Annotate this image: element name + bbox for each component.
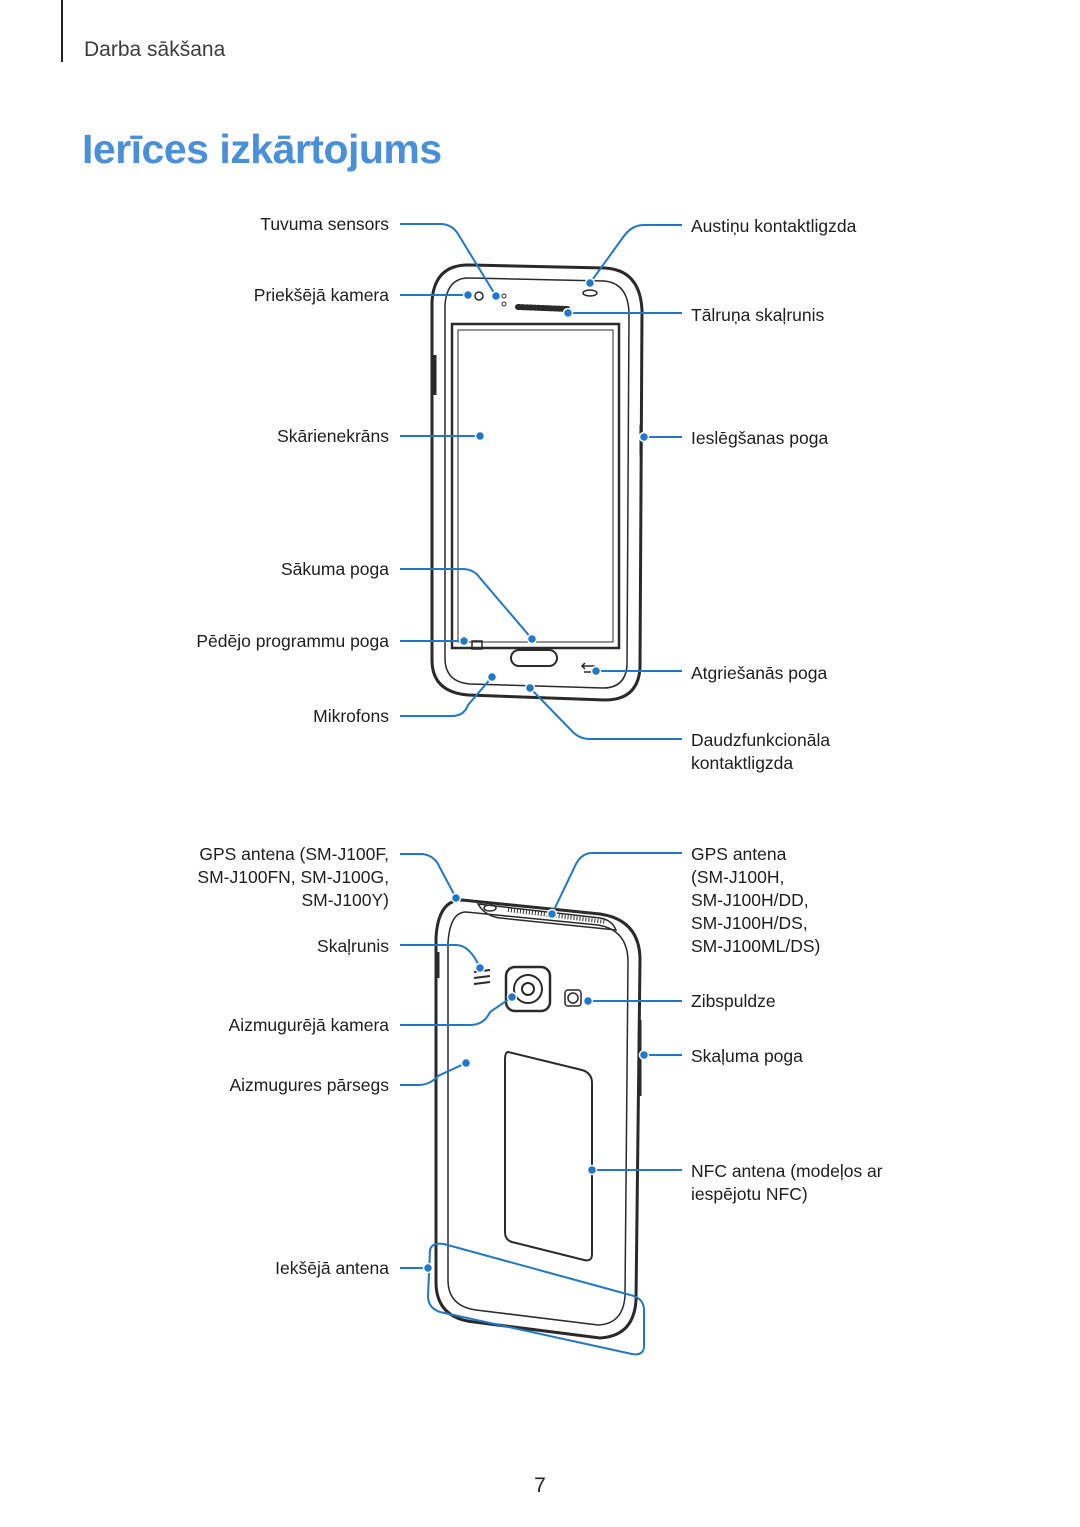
internal-antenna-bracket <box>426 1242 645 1356</box>
label-power-key: Ieslēgšanas poga <box>691 428 829 448</box>
label-internal-antenna: Iekšējā antena <box>275 1258 389 1278</box>
page-title: Ierīces izkārtojums <box>82 126 442 172</box>
label-earpiece: Tālruņa skaļrunis <box>691 305 825 325</box>
rear-camera-ring <box>513 974 543 1004</box>
page-number: 7 <box>534 1474 546 1497</box>
nfc-antenna-shape <box>504 1050 593 1262</box>
home-button-shape <box>510 649 558 667</box>
front-phone-inner-edge <box>444 277 630 689</box>
label-gps-antenna-right-line1: GPS antena <box>691 844 787 864</box>
front-phone-body <box>430 263 644 702</box>
top-edge-band <box>476 903 618 931</box>
margin-rule <box>61 0 63 62</box>
proximity-sensor-dot-a <box>501 293 507 299</box>
label-gps-antenna-left-line3: SM-J100Y) <box>301 890 389 910</box>
label-nfc-antenna-line1: NFC antena (modeļos ar <box>691 1161 883 1181</box>
recent-apps-icon <box>471 640 483 650</box>
earpiece-grille <box>515 304 571 312</box>
label-speaker: Skaļrunis <box>317 936 389 956</box>
label-flash: Zibspuldze <box>691 991 776 1011</box>
section-header: Darba sākšana <box>84 38 226 61</box>
back-phone-body <box>434 898 642 1340</box>
label-front-camera: Priekšējā kamera <box>253 285 389 305</box>
label-gps-antenna-left-line2: SM-J100FN, SM-J100G, <box>197 867 389 887</box>
label-gps-antenna-right-line4: SM-J100H/DS, <box>691 913 808 933</box>
back-phone-illustration <box>434 898 642 1340</box>
front-phone-illustration <box>430 263 644 702</box>
headset-jack-hole <box>582 289 598 297</box>
label-multipurpose-jack-line1: Daudzfunkcionāla <box>691 730 831 750</box>
callout-lines <box>400 223 682 1356</box>
front-screen <box>450 322 621 650</box>
label-microphone: Mikrofons <box>313 706 389 726</box>
label-gps-antenna-right-line5: SM-J100ML/DS) <box>691 936 821 956</box>
label-touchscreen: Skārienekrāns <box>277 426 389 446</box>
rear-camera-lens <box>521 982 535 996</box>
back-headset-jack <box>483 904 497 912</box>
flash-housing <box>564 989 582 1007</box>
label-gps-antenna-left-line1: GPS antena (SM-J100F, <box>199 844 389 864</box>
back-phone-inner-edge <box>447 911 629 1326</box>
label-rear-camera: Aizmugurējā kamera <box>228 1015 389 1035</box>
label-gps-antenna-right-line2: (SM-J100H, <box>691 867 785 887</box>
label-multipurpose-jack-line2: kontaktligzda <box>691 753 794 773</box>
label-proximity-sensor: Tuvuma sensors <box>260 214 389 234</box>
label-back-cover: Aizmugures pārsegs <box>229 1075 389 1095</box>
front-camera-lens <box>474 291 484 301</box>
label-volume-key: Skaļuma poga <box>691 1046 803 1066</box>
front-screen-display <box>457 329 614 643</box>
proximity-sensor-dot-b <box>501 301 507 307</box>
label-recent-apps-button: Pēdējo programmu poga <box>196 631 389 651</box>
label-home-button: Sākuma poga <box>281 559 389 579</box>
callout-dots <box>422 277 650 1274</box>
label-back-button: Atgriešanās poga <box>691 663 828 683</box>
label-gps-antenna-right-line3: SM-J100H/DD, <box>691 890 809 910</box>
label-headset-jack: Austiņu kontaktligzda <box>691 216 857 236</box>
rear-camera-housing <box>504 965 552 1013</box>
flash-lens <box>567 992 579 1004</box>
label-nfc-antenna-line2: iespējotu NFC) <box>691 1184 808 1204</box>
